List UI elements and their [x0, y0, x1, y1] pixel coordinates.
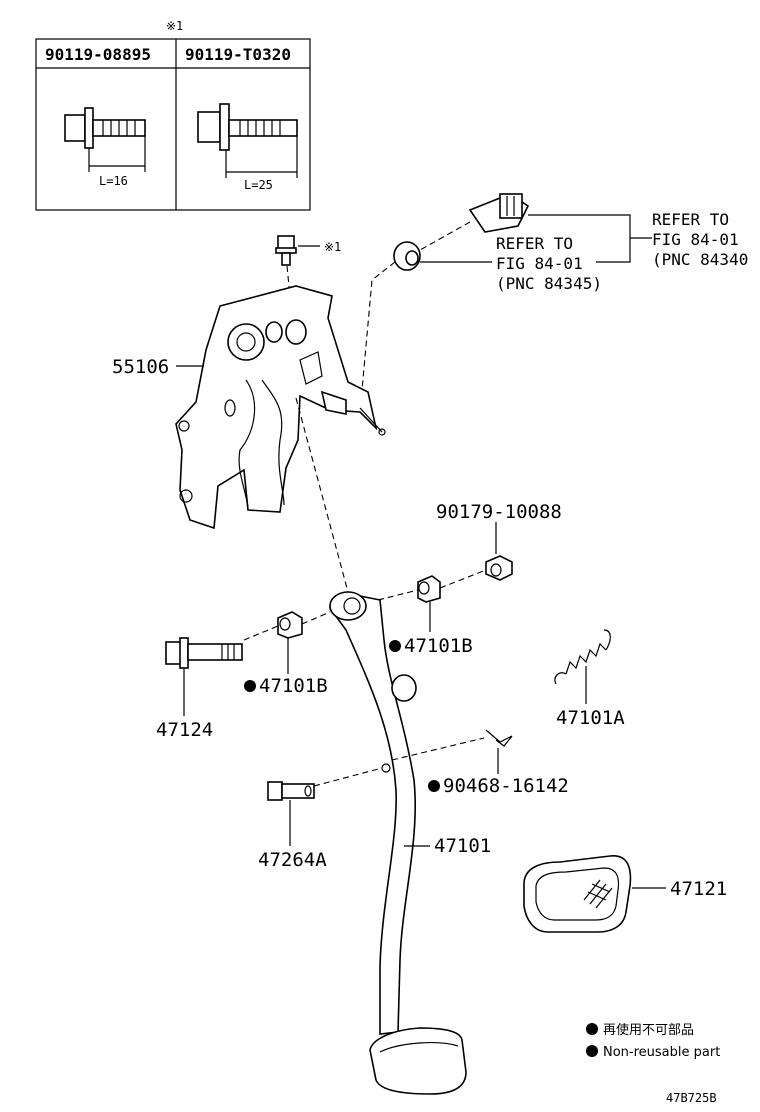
table-col-2-part-no: 90119-T0320 — [185, 45, 291, 64]
non-reusable-dot-90468 — [428, 780, 440, 792]
non-reusable-dot-47101B-lower — [244, 680, 256, 692]
stop-lamp-switch-icon — [468, 193, 530, 233]
pedal-pad-icon — [369, 1027, 467, 1095]
refer-note-2-line2: FIG 84-01 — [496, 254, 583, 273]
clip-icon — [485, 729, 513, 747]
label-47101B-upper: 47101B — [404, 635, 473, 657]
label-90179-10088: 90179-10088 — [436, 501, 562, 523]
label-47101: 47101 — [434, 835, 491, 857]
bolt-long-icon — [197, 103, 298, 178]
refer-note-2-line1: REFER TO — [496, 234, 573, 253]
bracket-bolt-mark: ※1 — [324, 240, 341, 254]
pedal-pad-cover-icon — [523, 855, 632, 933]
refer-note-1-line3: (PNC 84340 — [652, 250, 748, 269]
return-spring-icon — [554, 629, 611, 685]
legend: 再使用不可部品 Non-reusable part — [586, 1022, 720, 1060]
brake-pedal-arm-icon — [329, 591, 417, 1035]
bushing-lower-icon — [277, 611, 303, 639]
cushion-icon — [393, 241, 421, 271]
label-90468-16142: 90468-16142 — [443, 775, 569, 797]
nut-icon — [485, 555, 513, 581]
pedal-bracket-icon — [175, 285, 386, 530]
label-47101A: 47101A — [556, 707, 625, 729]
bolt-table: ※1 90119-08895 90119-T0320 L=16 — [35, 19, 311, 211]
bolt-short-length: L=16 — [99, 174, 128, 188]
legend-dot-jp — [586, 1023, 598, 1035]
legend-en: Non-reusable part — [603, 1045, 720, 1060]
figure-code: 47B725B — [666, 1091, 717, 1105]
refer-note-1-line1: REFER TO — [652, 210, 729, 229]
table-note-mark: ※1 — [166, 19, 183, 33]
label-47121: 47121 — [670, 878, 727, 900]
legend-dot-en — [586, 1045, 598, 1057]
label-47264A: 47264A — [258, 849, 327, 871]
legend-jp: 再使用不可部品 — [603, 1022, 694, 1038]
bushing-upper-icon — [417, 575, 441, 603]
label-47101B-lower: 47101B — [259, 675, 328, 697]
bolt-short-icon — [64, 107, 146, 172]
label-55106: 55106 — [112, 356, 169, 378]
table-frame — [35, 38, 311, 211]
pivot-bolt-icon — [165, 637, 243, 669]
clevis-pin-icon — [267, 781, 315, 801]
label-47124: 47124 — [156, 719, 213, 741]
refer-note-1-line2: FIG 84-01 — [652, 230, 739, 249]
refer-note-2-line3: (PNC 84345) — [496, 274, 602, 293]
bolt-long-length: L=25 — [244, 178, 273, 192]
table-col-1-part-no: 90119-08895 — [45, 45, 151, 64]
bracket-bolt-icon — [275, 235, 297, 266]
non-reusable-dot-47101B-upper — [389, 640, 401, 652]
